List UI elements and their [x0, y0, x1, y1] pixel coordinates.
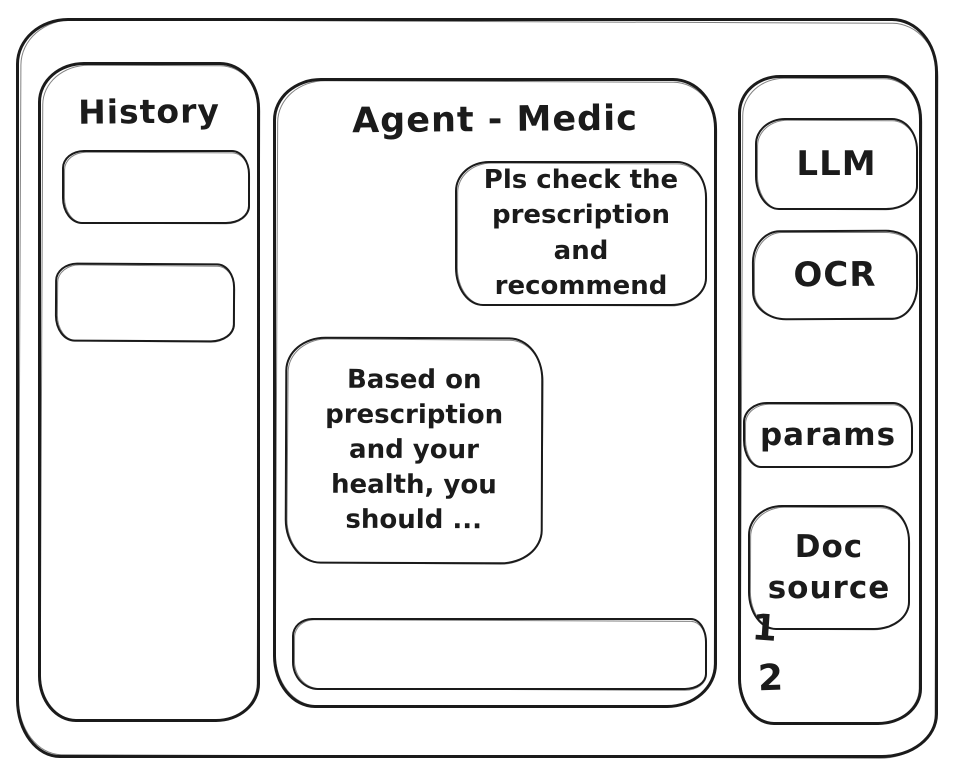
- params-button-label: params: [759, 416, 897, 453]
- ocr-button[interactable]: OCR: [751, 229, 919, 321]
- user-message-text: Pls check the prescription and recommend: [483, 165, 679, 301]
- page-title: Agent - Medic: [351, 98, 639, 142]
- user-message-bubble: Pls check the prescription and recommend: [455, 161, 707, 306]
- doc-source-button-label: Doc source: [767, 529, 891, 606]
- doc-source-button[interactable]: Doc source: [748, 505, 910, 630]
- doc-source-item-1[interactable]: 1: [750, 607, 779, 650]
- llm-button-label: LLM: [796, 143, 877, 184]
- params-button[interactable]: params: [743, 402, 913, 468]
- assistant-message-bubble: Based on prescription and your health, y…: [284, 336, 544, 565]
- history-item[interactable]: [54, 262, 236, 343]
- history-item[interactable]: [62, 150, 250, 224]
- assistant-message-text: Based on prescription and your health, y…: [325, 364, 504, 536]
- llm-button[interactable]: LLM: [755, 118, 918, 210]
- ocr-button-label: OCR: [793, 254, 877, 296]
- doc-source-item-2[interactable]: 2: [757, 657, 784, 700]
- chat-input[interactable]: [292, 618, 707, 690]
- history-title: History: [77, 91, 221, 132]
